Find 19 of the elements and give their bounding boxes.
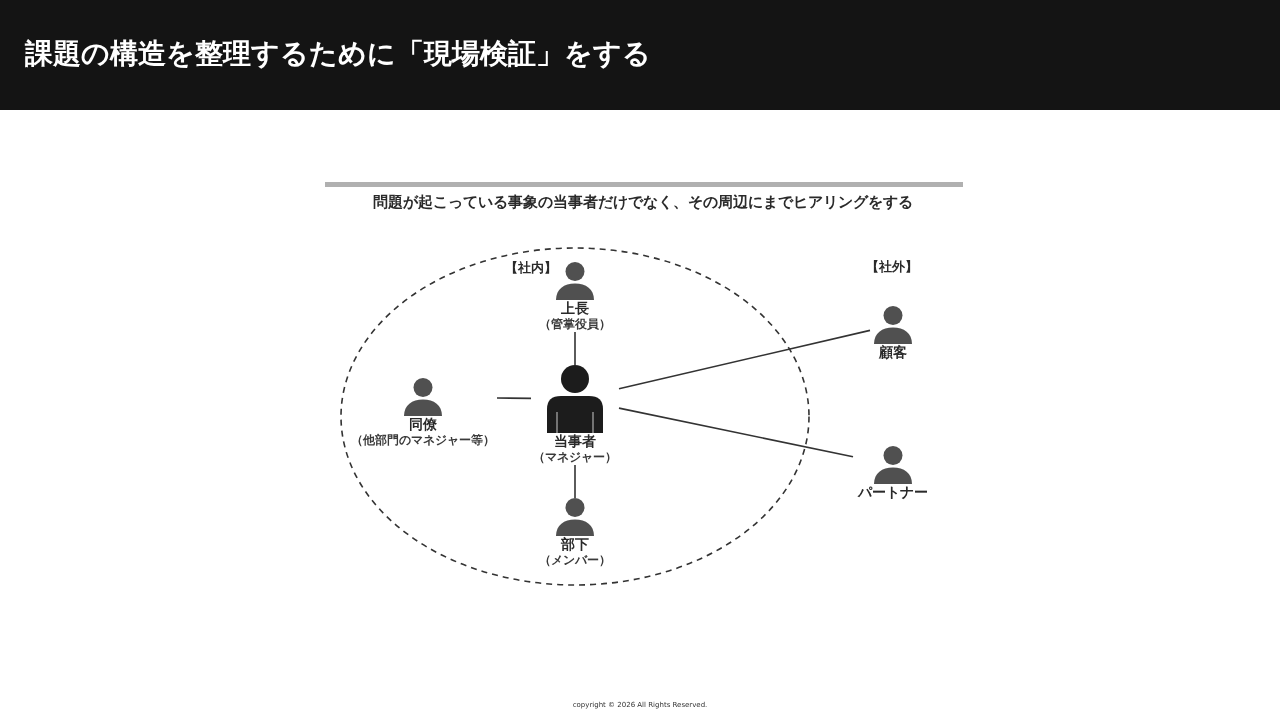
- person-name: 当事者: [554, 433, 596, 450]
- role-label: （メンバー）: [539, 553, 611, 568]
- person-name: パートナー: [858, 484, 928, 501]
- connector-line: [496, 397, 532, 400]
- role-label: （管掌役員）: [539, 317, 611, 332]
- connector-line: [574, 464, 576, 499]
- person-name: 上長: [561, 300, 589, 317]
- person-name: 同僚: [409, 416, 437, 433]
- group-label: 【社内】: [505, 260, 557, 276]
- connector-line: [618, 407, 854, 458]
- person-name: 部下: [561, 536, 589, 553]
- role-label: （マネジャー）: [533, 450, 617, 465]
- connector-line: [618, 329, 871, 390]
- group-label: 【社外】: [866, 259, 918, 275]
- subtitle-text: 問題が起こっている事象の当事者だけでなく、その周辺にまでヒアリングをする: [373, 193, 913, 211]
- connector-line: [574, 331, 576, 366]
- person-name: 顧客: [879, 344, 907, 361]
- role-label: （他部門のマネジャー等）: [351, 433, 495, 448]
- slide-title: 課題の構造を整理するために「現場検証」をする: [25, 36, 651, 72]
